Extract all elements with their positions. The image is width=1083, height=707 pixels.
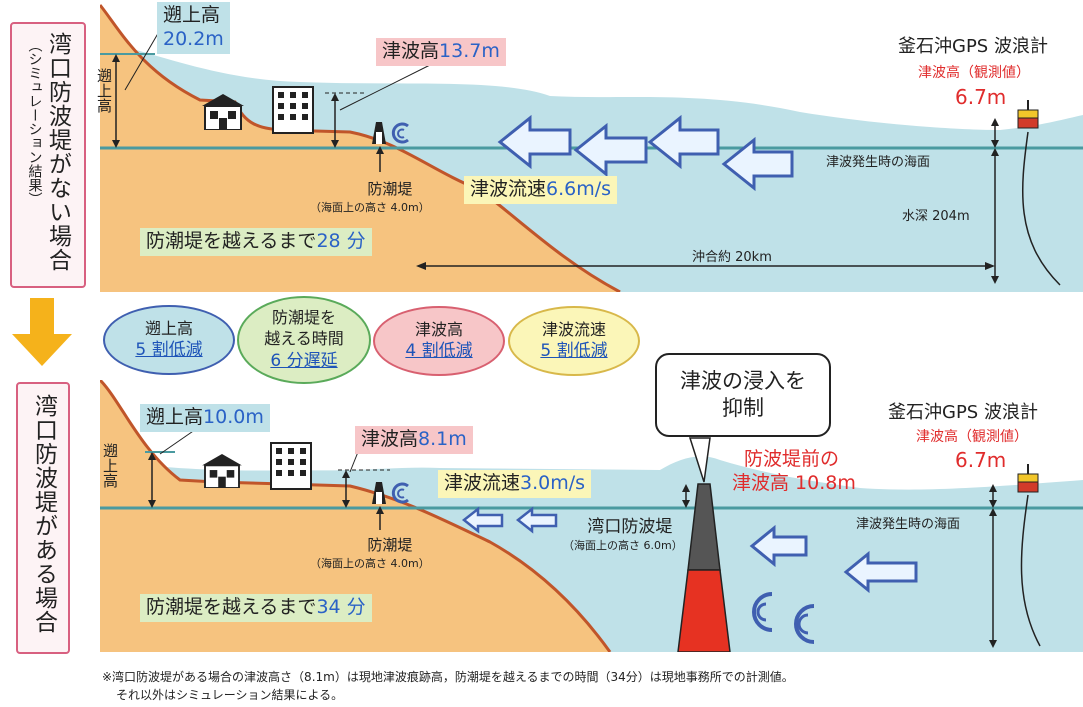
bottom-runup-box: 遡上高10.0m xyxy=(140,404,270,432)
top-overtop-title: 防潮堤を越えるまで xyxy=(146,230,317,252)
bottom-overtop-title: 防潮堤を越えるまで xyxy=(146,596,317,618)
seawall-icon xyxy=(372,122,386,144)
top-overtop-value: 28 分 xyxy=(316,230,366,252)
suppress-bubble-line2: 抑制 xyxy=(722,396,764,420)
side-label-bottom: 湾口防波堤がある場合 xyxy=(16,382,70,654)
bottom-runup-vertical: 遡上高 xyxy=(101,443,119,488)
bottom-gps-title: 釜石沖GPS 波浪計 xyxy=(888,402,1038,423)
house-icon xyxy=(202,94,244,130)
breakwater-front-line1: 防波堤前の xyxy=(744,448,840,470)
top-seawall-sub: （海面上の高さ 4.0m） xyxy=(310,201,430,214)
bottom-tsunami-box: 津波高8.1m xyxy=(355,426,473,454)
flow-arrows-top xyxy=(497,114,794,192)
buoy-icon xyxy=(1017,464,1039,493)
top-gps-title: 釜石沖GPS 波浪計 xyxy=(898,36,1048,57)
top-tsunami-box: 津波高13.7m xyxy=(376,38,506,66)
flow-arrow xyxy=(573,122,648,178)
wave-icon xyxy=(391,482,409,504)
flow-arrow xyxy=(515,506,558,534)
oval-runup-title: 遡上高 xyxy=(144,318,193,338)
side-label-top-sub: （シミュレーション結果） xyxy=(26,38,43,206)
top-seawall-title: 防潮堤 xyxy=(367,180,413,198)
breakwater-label: 湾口防波堤 （海面上の高さ 6.0m） xyxy=(563,512,683,553)
oval-tsunami-title: 津波高 xyxy=(414,319,463,339)
oval-overtop-title-2: 越える時間 xyxy=(264,328,344,348)
bottom-gps-value: 6.7m xyxy=(955,448,1007,472)
flow-arrows-bottom-small xyxy=(461,506,558,534)
flow-arrow xyxy=(843,550,918,594)
bottom-gps-sub: 津波高（観測値） xyxy=(916,429,1028,445)
oval-overtop: 防潮堤を 越える時間 6 分遅延 xyxy=(237,296,371,384)
oval-speed-title: 津波流速 xyxy=(541,319,606,339)
bottom-runup-title: 遡上高 xyxy=(146,406,204,428)
buoy-icon xyxy=(1017,100,1039,129)
oval-runup: 遡上高 5 割低減 xyxy=(103,305,235,375)
top-gps-value: 6.7m xyxy=(955,85,1007,109)
oval-speed: 津波流速 5 割低減 xyxy=(508,306,640,376)
bottom-overtop-value: 34 分 xyxy=(316,596,366,618)
suppress-bubble-line1: 津波の浸入を xyxy=(680,368,806,393)
top-tsunami-title: 津波高 xyxy=(382,40,440,62)
flow-arrow xyxy=(497,114,572,170)
breakwater-front-line2: 津波高 10.8m xyxy=(732,471,856,494)
down-arrow-icon xyxy=(12,298,72,366)
side-label-top: 湾口防波堤がない場合 （シミュレーション結果） xyxy=(10,22,86,288)
suppress-bubble: 津波の浸入を 抑制 xyxy=(655,353,831,437)
top-runup-vertical: 遡上高 xyxy=(95,68,113,113)
bottom-tsunami-value: 8.1m xyxy=(418,428,467,450)
seawall-icon xyxy=(372,482,386,504)
top-depth: 水深 204m xyxy=(902,209,970,224)
top-runup-box: 遡上高 20.2m xyxy=(157,2,230,54)
top-overtop-box: 防潮堤を越えるまで28 分 xyxy=(140,228,372,256)
breakwater-sub: （海面上の高さ 6.0m） xyxy=(563,539,683,552)
footnote-line1: ※湾口防波堤がある場合の津波高さ（8.1m）は現地津波痕跡高，防潮堤を越えるまで… xyxy=(102,670,794,684)
top-runup-title: 遡上高 xyxy=(163,4,221,26)
oval-overtop-title-1: 防潮堤を xyxy=(271,308,336,328)
bottom-seawall-label: 防潮堤 （海面上の高さ 4.0m） xyxy=(310,534,430,571)
top-speed-title: 津波流速 xyxy=(470,178,547,200)
bottom-seawall-title: 防潮堤 xyxy=(367,536,413,554)
house-icon xyxy=(202,454,242,488)
flow-arrow xyxy=(749,524,808,568)
bottom-runup-value: 10.0m xyxy=(203,406,264,428)
bottom-speed-title: 津波流速 xyxy=(444,472,521,494)
oval-runup-value: 5 割低減 xyxy=(135,340,203,361)
top-speed-value: 6.6m/s xyxy=(546,178,612,200)
top-sea-level: 津波発生時の海面 xyxy=(826,155,931,170)
oval-speed-value: 5 割低減 xyxy=(540,341,608,362)
building-icon xyxy=(272,86,314,134)
bottom-tsunami-title: 津波高 xyxy=(361,428,419,450)
bottom-sea-level: 津波発生時の海面 xyxy=(856,517,961,532)
wave-icon xyxy=(752,592,815,644)
top-tsunami-value: 13.7m xyxy=(439,40,500,62)
breakwater-title: 湾口防波堤 xyxy=(587,517,673,537)
building-icon xyxy=(270,442,312,490)
flow-arrow xyxy=(721,136,794,192)
oval-overtop-value: 6 分遅延 xyxy=(270,350,338,371)
flow-arrows-bottom-large xyxy=(749,524,918,594)
top-distance: 沖合約 20km xyxy=(692,250,772,265)
top-runup-value: 20.2m xyxy=(163,27,224,50)
top-gps-sub: 津波高（観測値） xyxy=(918,65,1030,81)
side-label-top-text: 湾口防波堤がない場合 xyxy=(44,32,71,272)
oval-tsunami: 津波高 4 割低減 xyxy=(373,306,505,376)
top-speed-box: 津波流速6.6m/s xyxy=(464,176,618,204)
footnote-line2: それ以外はシミュレーション結果による。 xyxy=(116,688,344,702)
flow-arrow xyxy=(461,506,504,534)
bottom-speed-value: 3.0m/s xyxy=(520,472,586,494)
wave-icon xyxy=(391,122,409,144)
bottom-seawall-sub: （海面上の高さ 4.0m） xyxy=(310,557,430,570)
bottom-speed-box: 津波流速3.0m/s xyxy=(438,470,592,498)
top-seawall-label: 防潮堤 （海面上の高さ 4.0m） xyxy=(310,178,430,215)
side-label-bottom-text: 湾口防波堤がある場合 xyxy=(30,394,57,634)
breakwater-front-height: 防波堤前の 津波高 10.8m xyxy=(732,448,856,496)
flow-arrow xyxy=(647,114,720,170)
bottom-overtop-box: 防潮堤を越えるまで34 分 xyxy=(140,594,372,622)
oval-tsunami-value: 4 割低減 xyxy=(405,341,473,362)
